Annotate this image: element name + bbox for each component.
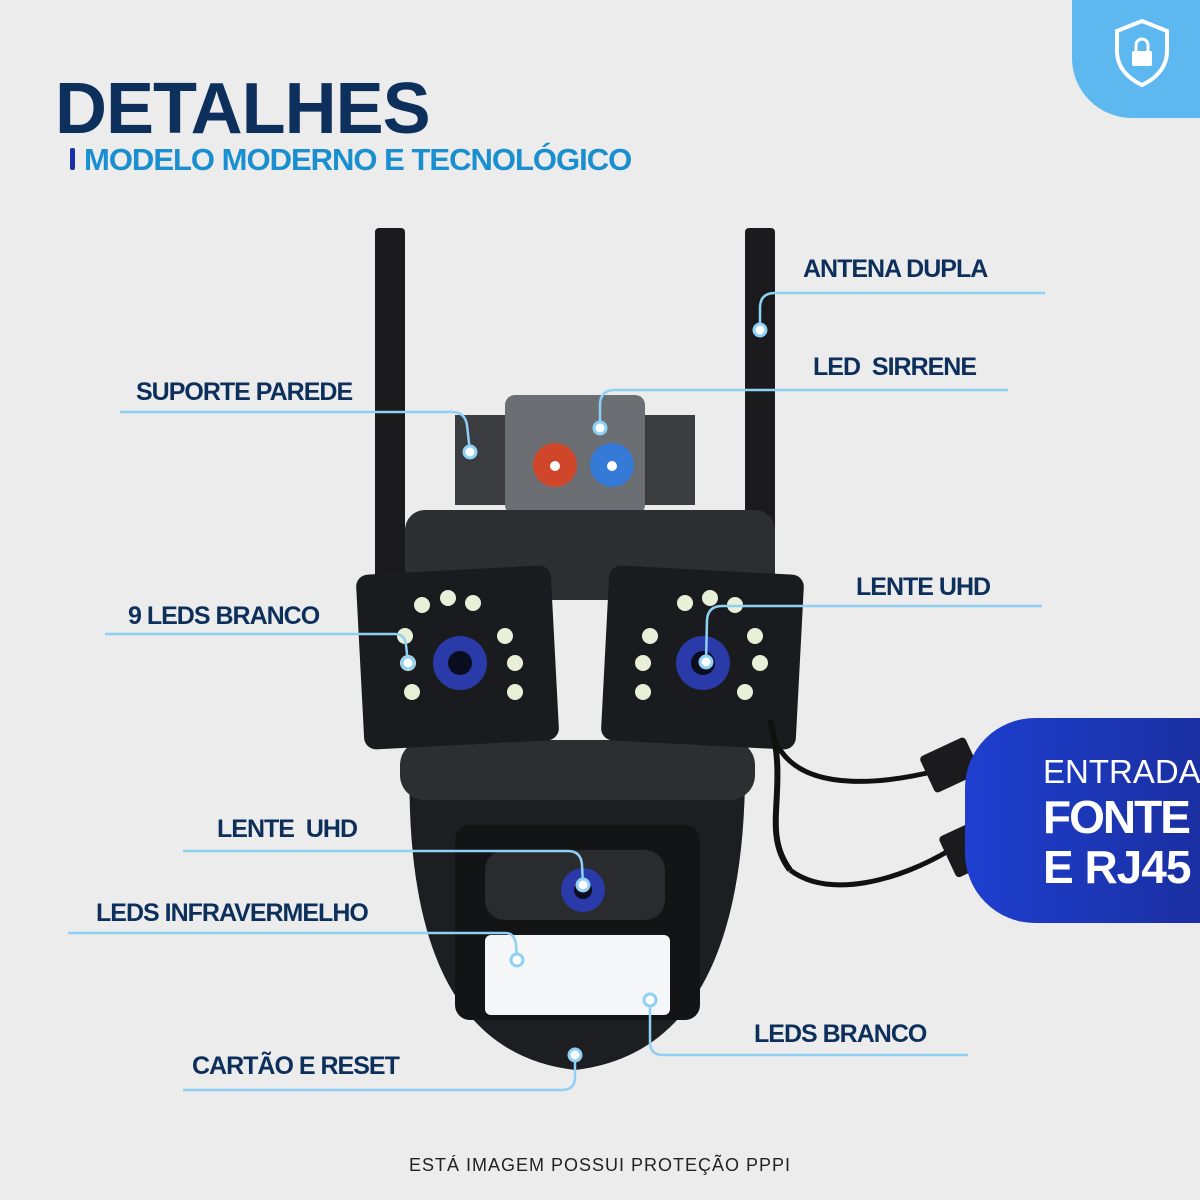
subtitle-bar: [70, 148, 75, 170]
shield-badge: [1072, 0, 1200, 118]
label-9-leds-branco: 9 LEDS BRANCO: [128, 602, 320, 630]
antenna-right: [745, 228, 775, 588]
callout-dot: [752, 322, 768, 338]
entrada-line2: FONTE: [1043, 791, 1191, 843]
shield-lock-icon: [1115, 18, 1169, 88]
led-panel: [485, 935, 670, 1015]
callout-dot: [642, 992, 658, 1008]
label-antena-dupla: ANTENA DUPLA: [803, 255, 988, 283]
callout-dot: [400, 655, 416, 671]
label-leds-infravermelho: LEDS INFRAVERMELHO: [96, 899, 369, 927]
page-subtitle: MODELO MODERNO E TECNOLÓGICO: [84, 142, 632, 177]
callout-dot: [462, 444, 478, 460]
label-cartao-reset: CARTÃO E RESET: [192, 1052, 400, 1080]
entrada-line3: E RJ45: [1043, 841, 1191, 893]
callout-dot: [698, 654, 714, 670]
footer-notice: ESTÁ IMAGEM POSSUI PROTEÇÃO PPPI: [408, 1155, 792, 1175]
label-lente-uhd-right: LENTE UHD: [856, 573, 991, 601]
label-suporte-parede: SUPORTE PAREDE: [136, 378, 353, 406]
antenna-left: [375, 228, 405, 588]
entrada-line1: ENTRADA: [1043, 753, 1200, 790]
callout-dot: [567, 1047, 583, 1063]
label-led-sirene: LED SIRRENE: [813, 353, 977, 381]
label-lente-uhd-lower: LENTE UHD: [217, 815, 358, 843]
entrada-banner: ENTRADA FONTE E RJ45: [965, 718, 1200, 923]
page-title: DETALHES: [55, 69, 431, 149]
callout-dot: [592, 420, 608, 436]
callout-dot: [509, 952, 525, 968]
label-leds-branco: LEDS BRANCO: [754, 1020, 927, 1048]
callout-dot: [575, 877, 591, 893]
